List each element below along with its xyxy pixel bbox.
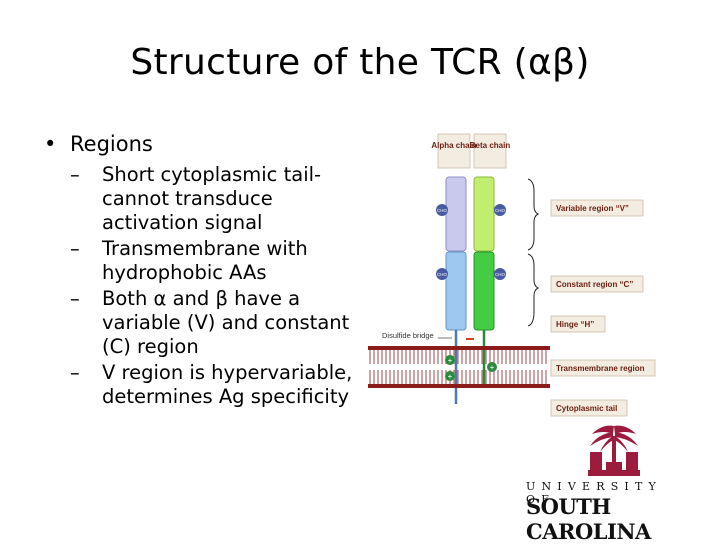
transmembrane-region-label: Transmembrane region (556, 364, 645, 373)
cell-membrane (368, 346, 550, 388)
constant-brace (527, 253, 540, 327)
sub-bullet: – V region is hypervariable, determines … (44, 361, 364, 409)
beta-chain-header: Beta chain (470, 141, 511, 150)
cho-marker: CHO (494, 268, 506, 280)
svg-text:CHO: CHO (495, 272, 505, 277)
cho-marker: CHO (436, 268, 448, 280)
cho-marker: CHO (494, 204, 506, 216)
sub-bullet-text: Transmembrane with hydrophobic AAs (102, 237, 308, 284)
cho-marker: CHO (436, 204, 448, 216)
sub-bullet: – Short cytoplasmic tail-cannot transduc… (44, 163, 364, 235)
variable-brace (527, 178, 540, 251)
svg-text:+: + (448, 356, 453, 365)
bullet-list: • Regions – Short cytoplasmic tail-canno… (44, 132, 364, 409)
bullet-marker: • (44, 132, 57, 156)
svg-text:+: + (490, 363, 495, 372)
charged-residue: + (445, 371, 455, 381)
alpha-chain-header: Alpha chain (431, 141, 476, 150)
alpha-variable-domain (445, 176, 467, 252)
bullet-regions: • Regions (44, 132, 364, 157)
alpha-constant-domain (445, 251, 467, 331)
bullet-text: Regions (70, 132, 153, 156)
slide-title: Structure of the TCR (αβ) (130, 42, 590, 83)
charged-residue: + (487, 362, 497, 372)
palmetto-tree-icon (588, 425, 640, 476)
svg-text:+: + (448, 372, 453, 381)
charged-residue: + (445, 355, 455, 365)
constant-region-label: Constant region “C” (556, 280, 633, 289)
variable-region-label: Variable region “V” (556, 204, 629, 213)
sub-bullet-marker: – (70, 361, 80, 384)
university-logo: UNIVERSITY OF SOUTH CAROLINA (520, 422, 700, 544)
logo-university-text: UNIVERSITY OF (526, 480, 662, 506)
svg-text:CHO: CHO (495, 208, 505, 213)
sub-bullet-marker: – (70, 287, 80, 310)
tcr-diagram: Alpha chain Beta chain CHO CHO CHO CHO D… (368, 133, 656, 417)
hinge-label: Hinge “H” (556, 320, 594, 329)
sub-bullet-marker: – (70, 237, 80, 260)
sub-bullet-text: V region is hypervariable, determines Ag… (102, 361, 353, 408)
beta-variable-domain (473, 176, 495, 252)
sub-bullet: – Transmembrane with hydrophobic AAs (44, 237, 364, 285)
beta-constant-domain (473, 251, 495, 331)
sub-bullet-text: Short cytoplasmic tail-cannot transduce … (102, 163, 322, 234)
cytoplasmic-tail-label: Cytoplasmic tail (556, 404, 617, 413)
logo-school-text: SOUTH CAROLINA (526, 494, 651, 544)
sub-bullet-text: Both α and β have a variable (V) and con… (102, 287, 350, 358)
disulfide-bridge-label: Disulfide bridge (382, 331, 434, 340)
svg-text:CHO: CHO (437, 272, 447, 277)
sub-bullet-marker: – (70, 163, 80, 186)
sub-bullet: – Both α and β have a variable (V) and c… (44, 287, 364, 359)
svg-text:CHO: CHO (437, 208, 447, 213)
